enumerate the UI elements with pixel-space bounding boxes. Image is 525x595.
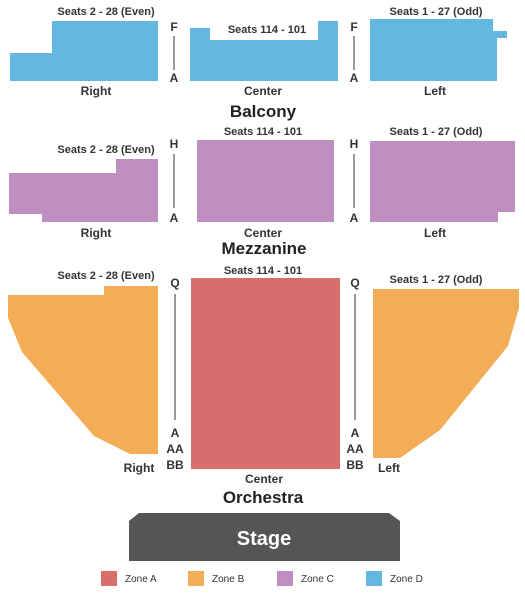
mezzanine-left-section[interactable]: [370, 141, 515, 222]
orchestra-right-section[interactable]: [8, 286, 158, 454]
legend-label-zone-b: Zone B: [212, 574, 245, 585]
balcony-left-row-bottom: A: [350, 71, 359, 85]
legend-label-zone-d: Zone D: [390, 574, 423, 585]
balcony-right-row-bottom: A: [170, 71, 179, 85]
mezzanine-left-label: Left: [424, 226, 446, 240]
orchestra-right-row-top: Q: [170, 276, 179, 290]
orchestra-left-section[interactable]: [373, 289, 519, 458]
mezzanine-right-label: Right: [81, 226, 112, 240]
balcony-center-label: Center: [244, 84, 282, 98]
balcony-right-seats-label: Seats 2 - 28 (Even): [57, 6, 155, 18]
legend-item-zone-d[interactable]: Zone D: [366, 571, 423, 586]
balcony-level: Seats 2 - 28 (Even) Seats 114 - 101 Seat…: [10, 6, 507, 121]
orchestra-center-seats-label: Seats 114 - 101: [224, 265, 302, 277]
mezzanine-right-row-top: H: [170, 137, 179, 151]
balcony-center-section[interactable]: [190, 21, 338, 81]
orchestra-center-section[interactable]: [191, 278, 340, 469]
legend-swatch-zone-a: [101, 571, 117, 586]
balcony-title: Balcony: [230, 102, 297, 121]
legend-item-zone-b[interactable]: Zone B: [188, 571, 245, 586]
orchestra-title: Orchestra: [223, 488, 304, 507]
mezzanine-left-row-top: H: [350, 137, 359, 151]
legend-label-zone-a: Zone A: [125, 574, 157, 585]
orchestra-right-row-bb: BB: [166, 458, 184, 472]
mezzanine-level: Seats 114 - 101 Seats 2 - 28 (Even) Seat…: [9, 126, 515, 258]
stage-shape: [129, 513, 400, 561]
legend: Zone A Zone B Zone C Zone D: [101, 571, 423, 586]
mezzanine-right-section[interactable]: [9, 159, 158, 222]
legend-swatch-zone-c: [277, 571, 293, 586]
orchestra-right-row-aa: AA: [166, 442, 184, 456]
orchestra-level: Seats 114 - 101 Seats 2 - 28 (Even) Seat…: [8, 265, 519, 507]
stage-label: Stage: [237, 528, 291, 550]
orchestra-right-seats-label: Seats 2 - 28 (Even): [57, 270, 155, 282]
legend-item-zone-c[interactable]: Zone C: [277, 571, 334, 586]
balcony-left-section[interactable]: [370, 19, 507, 81]
orchestra-left-row-bb: BB: [346, 458, 364, 472]
orchestra-right-row-a: A: [171, 426, 180, 440]
orchestra-left-seats-label: Seats 1 - 27 (Odd): [390, 274, 483, 286]
mezzanine-center-section[interactable]: [197, 140, 334, 222]
orchestra-center-label: Center: [245, 472, 283, 486]
mezzanine-right-row-bottom: A: [170, 211, 179, 225]
balcony-center-seats-label: Seats 114 - 101: [228, 24, 306, 36]
mezzanine-left-row-bottom: A: [350, 211, 359, 225]
legend-label-zone-c: Zone C: [301, 574, 334, 585]
legend-swatch-zone-b: [188, 571, 204, 586]
orchestra-right-label: Right: [124, 461, 155, 475]
mezzanine-left-seats-label: Seats 1 - 27 (Odd): [390, 126, 483, 138]
balcony-right-row-top: F: [170, 20, 177, 34]
balcony-left-row-top: F: [350, 20, 357, 34]
balcony-right-section[interactable]: [10, 21, 158, 81]
legend-item-zone-a[interactable]: Zone A: [101, 571, 157, 586]
mezzanine-center-seats-label: Seats 114 - 101: [224, 126, 302, 138]
orchestra-left-row-aa: AA: [346, 442, 364, 456]
mezzanine-center-label: Center: [244, 226, 282, 240]
orchestra-left-row-a: A: [351, 426, 360, 440]
mezzanine-title: Mezzanine: [221, 239, 306, 258]
stage: Stage: [129, 513, 400, 561]
balcony-right-label: Right: [81, 84, 112, 98]
legend-swatch-zone-d: [366, 571, 382, 586]
balcony-left-seats-label: Seats 1 - 27 (Odd): [390, 6, 483, 18]
orchestra-left-label: Left: [378, 461, 400, 475]
balcony-left-label: Left: [424, 84, 446, 98]
orchestra-left-row-top: Q: [350, 276, 359, 290]
mezzanine-right-seats-label: Seats 2 - 28 (Even): [57, 144, 155, 156]
